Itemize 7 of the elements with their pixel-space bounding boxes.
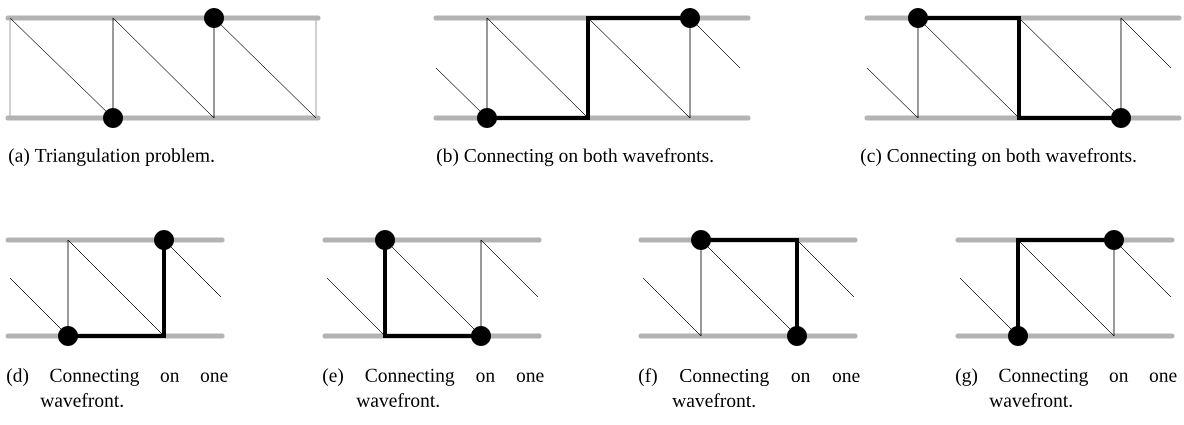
caption: (g) Connecting on one wavefront.: [956, 368, 1177, 407]
caption: (d) Connecting on one wavefront.: [7, 368, 228, 407]
caption: (f) Connecting on one wavefront.: [639, 368, 860, 408]
caption: (e) Connecting on one wavefront.: [323, 368, 544, 407]
caption: (a) Triangulation problem.: [9, 148, 214, 166]
caption: (b) Connecting on both wavefronts.: [437, 148, 713, 167]
caption: (c) Connecting on both wavefronts.: [861, 148, 1136, 167]
